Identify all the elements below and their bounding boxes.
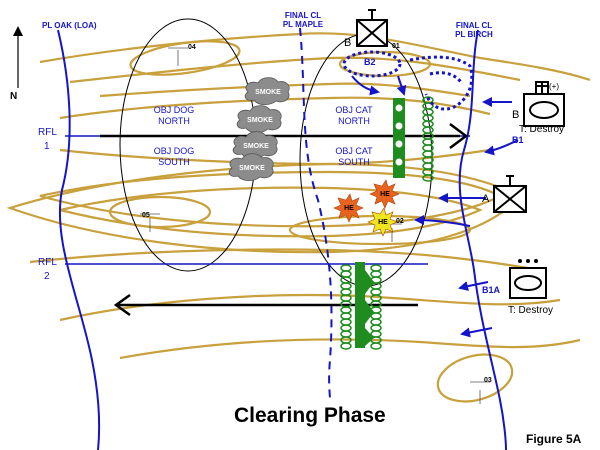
he-label-3: HE [378,219,388,226]
b2-boundary [342,50,474,111]
unit-plus-mark: (+) [549,82,559,91]
north-label: N [10,91,18,102]
contour-south-3 [119,338,581,360]
obj-dog-north-label-2: NORTH [158,116,190,126]
hill-03-contour [436,353,514,403]
he-burst-3 [367,207,398,237]
arrow-b-top [351,75,380,96]
hill-grid-marks [140,47,490,404]
unit-b2-label: B2 [364,57,376,67]
hill-05-label: 05 [142,212,150,219]
smoke-label-2: SMOKE [247,117,273,124]
rfl-1-label-1: RFL [38,127,57,138]
axis-arrow-west [113,293,131,317]
page-title: Clearing Phase [234,404,386,427]
unit-b-top [356,9,388,47]
smoke-cloud-4 [228,153,274,182]
obj-cat-south-label-1: OBJ CAT [335,146,373,156]
obj-cat-north-label-2: NORTH [338,116,370,126]
hill-02-label: 02 [396,218,404,225]
he-bursts [333,179,400,237]
he-burst-2 [369,179,400,209]
unit-symbols [356,9,565,299]
obj-dog-north-label-1: OBJ DOG [153,105,195,115]
arrow-b1a-second [460,327,493,338]
he-burst-1 [333,193,364,223]
hill-05-contour [108,195,212,229]
arrow-a-hill02 [414,215,471,227]
terrain-contours [6,32,591,403]
figure-label: Figure 5A [526,432,582,446]
hill-03-label: 03 [484,377,492,384]
obj-cat-north-label-1: OBJ CAT [335,105,373,115]
pl-birch-line [458,29,507,450]
contour-north-inner [99,82,471,98]
pl-birch-label-2: PL BIRCH [455,30,493,39]
movement-arrows [351,75,519,338]
green-obstacles [340,96,434,350]
north-arrow [13,26,23,88]
rfl-2-label-1: RFL [38,257,57,268]
green-line-north [393,96,434,182]
destroy-label-2: T: Destroy [508,305,554,316]
unit-b1a-label: B1A [482,285,501,295]
contour-north-outer [39,32,591,82]
smoke-label-1: SMOKE [255,89,281,96]
hill-04-label: 04 [188,44,196,51]
smoke-cloud-3 [232,131,278,160]
contour-ridge-north [59,96,491,120]
contour-south-1 [29,248,541,272]
obj-dog-south-label-1: OBJ DOG [153,146,195,156]
green-line-south [340,262,382,350]
smoke-label-4: SMOKE [239,165,265,172]
he-label-1: HE [344,205,354,212]
unit-b1a-dots [518,259,538,263]
smoke-cloud-2 [236,105,282,134]
unit-a [493,175,527,213]
axis-arrow-east [449,123,469,149]
smoke-cloud-1 [244,77,290,106]
contour-south-2 [59,293,561,322]
unit-b-right-label: B [512,109,520,121]
he-label-2: HE [380,191,390,198]
hill-01-label: 01 [392,43,400,50]
obj-dog-south-label-2: SOUTH [158,157,190,167]
destroy-label-1: T: Destroy [519,124,565,135]
contour-large-3 [59,186,483,238]
arrow-b1a [458,281,489,291]
pl-maple-line [299,27,333,401]
unit-a-label: A [482,193,490,205]
unit-b-right [523,81,565,127]
unit-b1a [509,267,547,299]
obj-cat-south-label-2: SOUTH [338,157,370,167]
pl-maple-label-2: PL MAPLE [282,20,324,29]
pl-oak-label: PL OAK (LOA) [42,21,97,30]
unit-b1-label: B1 [512,135,524,145]
hill-04-contour [129,40,241,76]
unit-b-top-label: B [344,37,352,49]
smoke-label-3: SMOKE [243,143,269,150]
rfl-1-label-2: 1 [44,141,50,152]
pl-birch-label-1: FINAL CL [455,21,493,30]
pl-oak-line [57,29,101,450]
smoke-clouds [228,77,290,182]
arrow-b-top-2 [396,75,407,96]
pl-maple-label-1: FINAL CL [284,11,322,20]
arrow-b1-second [484,139,519,156]
rfl-2-label-2: 2 [44,271,50,282]
